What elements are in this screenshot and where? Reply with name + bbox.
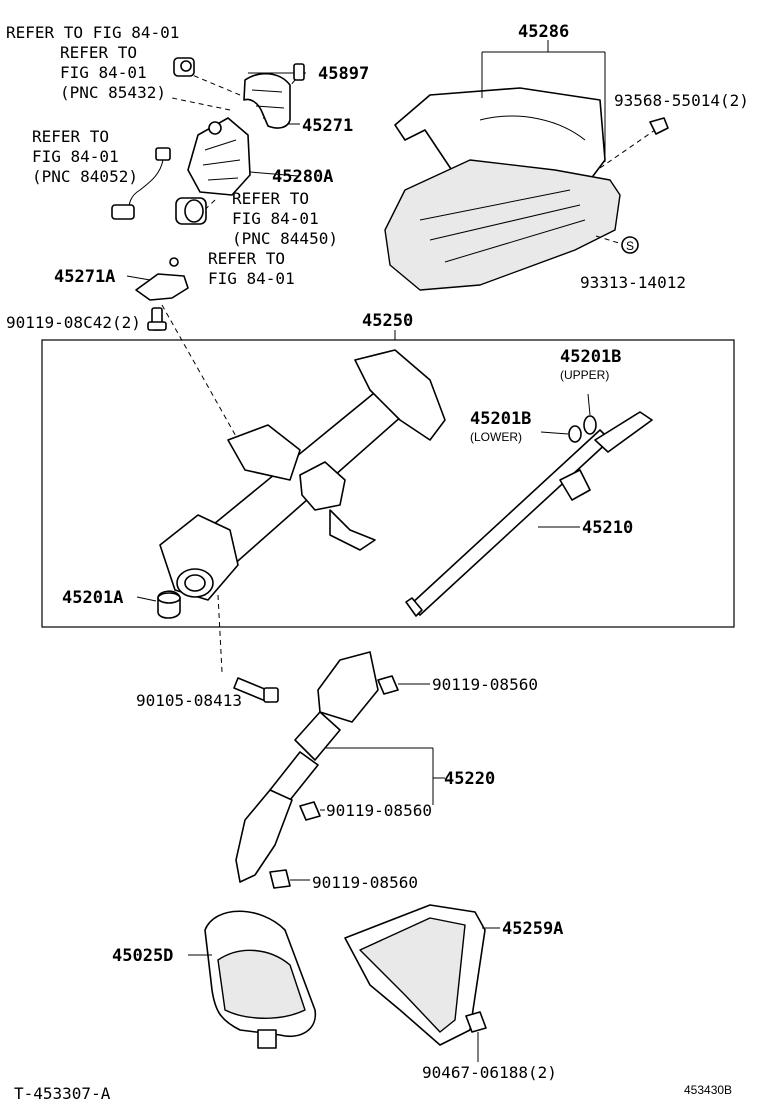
callout-refer-84450-line2: FIG 84-01 [232, 209, 319, 228]
svg-text:S: S [626, 239, 634, 253]
part-45025d-boot [188, 910, 316, 1049]
callout-refer-84450-line3: (PNC 84450) [232, 229, 338, 248]
label-45220: 45220 [444, 769, 495, 789]
callout-refer-45271a-line2: FIG 84-01 [208, 269, 295, 288]
refer-84052-cable-sensor [111, 147, 171, 220]
label-90467-06188: 90467-06188(2) [422, 1063, 557, 1082]
callout-refer-84052-line2: FIG 84-01 [32, 147, 119, 166]
label-45210: 45210 [582, 518, 633, 538]
part-45250-column-tube [159, 349, 446, 601]
label-90119-08c42: 90119-08C42(2) [6, 313, 141, 332]
part-45220-intermediate-shaft [235, 651, 445, 883]
label-45201a: 45201A [62, 588, 123, 608]
label-90105-08413: 90105-08413 [136, 691, 242, 710]
part-45286-column-cover [384, 40, 621, 291]
part-90105-08413-bolt [217, 594, 279, 703]
label-90119-08560-b: 90119-08560 [326, 801, 432, 820]
label-upper: (UPPER) [560, 368, 609, 382]
label-90119-08560-a: 90119-08560 [432, 675, 538, 694]
label-45250: 45250 [362, 311, 413, 331]
label-45286: 45286 [518, 22, 569, 42]
callout-refer-84052-line3: (PNC 84052) [32, 167, 138, 186]
refer-84450-switch-body [175, 197, 207, 225]
part-45280a-switch-housing [187, 117, 251, 196]
callout-refer-85432-line3: (PNC 85432) [60, 83, 166, 102]
label-90119-08560-c: 90119-08560 [312, 873, 418, 892]
label-93568-55014: 93568-55014(2) [614, 91, 749, 110]
callout-refer-85432-line1: REFER TO [60, 43, 137, 62]
drawing-number: 453430B [684, 1083, 732, 1097]
part-90119-08560-bolts [269, 675, 430, 889]
part-45271-bracket [243, 72, 291, 129]
part-45271a-bracket [135, 257, 189, 301]
callout-refer-85432-line2: FIG 84-01 [60, 63, 147, 82]
part-45201a-bushing [136, 590, 181, 619]
assembly-frame-45250 [41, 339, 735, 628]
callout-refer-45271a-line1: REFER TO [208, 249, 285, 268]
refer-85432-connector [173, 57, 195, 77]
callout-refer-top: REFER TO FIG 84-01 [6, 23, 179, 42]
part-90119-08c42-bolt [147, 307, 167, 331]
label-45271a: 45271A [54, 267, 115, 287]
label-lower: (LOWER) [470, 430, 522, 444]
callout-refer-84450-line1: REFER TO [232, 189, 309, 208]
part-45897-screw [293, 63, 305, 81]
label-45280a: 45280A [272, 167, 333, 187]
label-45201b-upper: 45201B [560, 347, 621, 367]
label-45259a: 45259A [502, 919, 563, 939]
part-90467-06188-clip [465, 1011, 487, 1062]
figure-code: T-453307-A [14, 1084, 111, 1103]
label-45897: 45897 [318, 64, 369, 84]
label-45025d: 45025D [112, 946, 173, 966]
part-45201b-rings [540, 393, 597, 443]
part-93568-screw [599, 117, 669, 169]
label-93313-14012: 93313-14012 [580, 273, 686, 292]
label-45201b-lower: 45201B [470, 409, 531, 429]
part-45210-main-shaft [405, 411, 653, 617]
callout-refer-84052-line1: REFER TO [32, 127, 109, 146]
part-93313-clip: S [595, 235, 639, 254]
label-45271: 45271 [302, 116, 353, 136]
part-45259a-cover [344, 904, 500, 1046]
